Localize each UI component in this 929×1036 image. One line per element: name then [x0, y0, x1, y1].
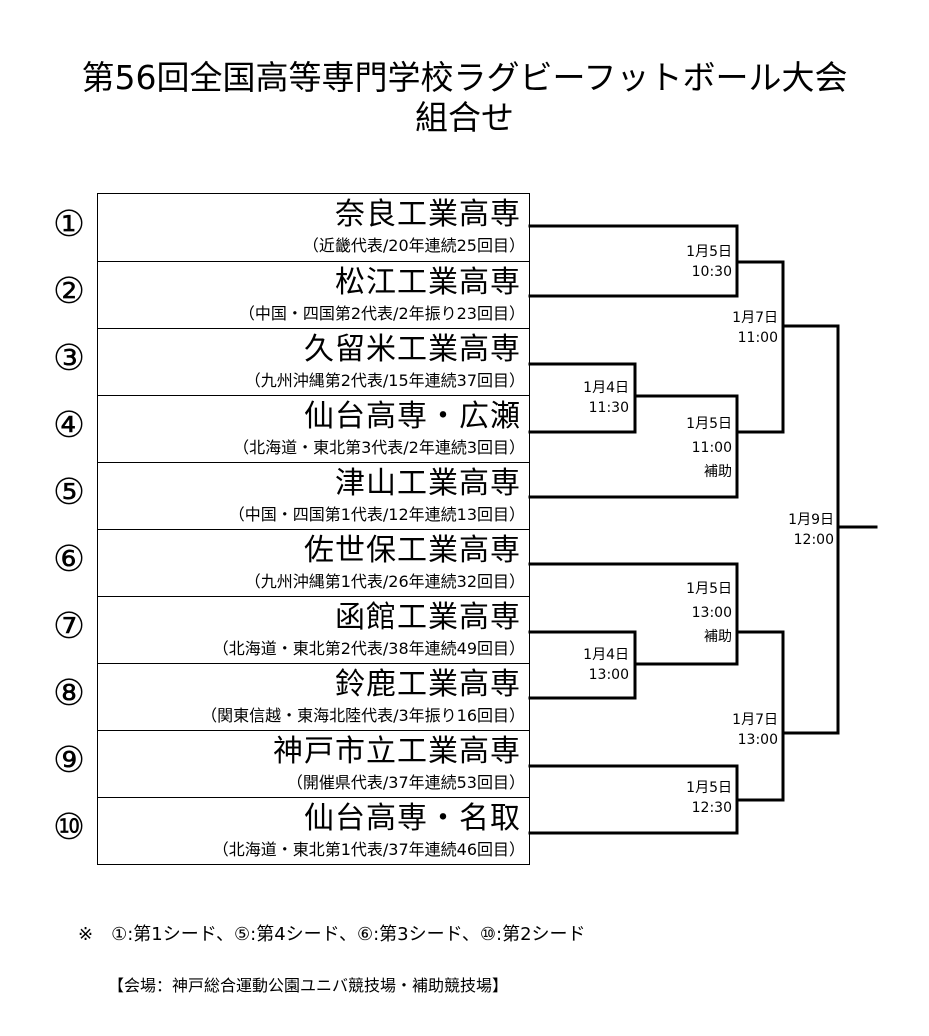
match-date: 1月4日: [583, 380, 629, 396]
team-number-9: ⑨: [52, 740, 86, 781]
match-extra: 補助: [704, 629, 732, 645]
team-row-2: 松江工業高専 （中国・四国第2代表/2年振り23回目）: [98, 261, 529, 328]
team-name: 鈴鹿工業高専: [335, 667, 521, 702]
team-note: （近畿代表/20年連続25回目）: [302, 236, 525, 255]
match-m3-label: 1月5日 11:00 補助: [666, 412, 732, 484]
team-row-7: 函館工業高専 （北海道・東北第2代表/38年連続49回目）: [98, 596, 529, 663]
team-row-10: 仙台高専・名取 （北海道・東北第1代表/37年連続46回目）: [98, 797, 529, 864]
venue-note: 【会場：神戸総合運動公園ユニバ競技場・補助競技場】: [108, 976, 509, 995]
team-number-10: ⑩: [52, 807, 86, 848]
match-extra: 補助: [704, 464, 732, 480]
team-row-8: 鈴鹿工業高専 （関東信越・東海北陸代表/3年振り16回目）: [98, 663, 529, 730]
match-m1-label: 1月5日 10:30: [666, 242, 732, 282]
team-note: （中国・四国第1代表/12年連続13回目）: [228, 505, 525, 524]
team-name: 神戸市立工業高専: [273, 734, 521, 769]
team-number-2: ②: [52, 271, 86, 312]
bracket-line-m2: [528, 362, 637, 434]
team-name: 奈良工業高専: [335, 197, 521, 232]
bracket-line-m4: [735, 260, 785, 434]
team-name: 仙台高専・広瀬: [304, 399, 521, 434]
match-date: 1月5日: [686, 416, 732, 432]
team-name: 函館工業高専: [335, 600, 521, 635]
match-date: 1月5日: [686, 244, 732, 260]
match-time: 11:30: [588, 400, 629, 416]
bracket-line-final: [781, 324, 840, 735]
team-note: （中国・四国第2代表/2年振り23回目）: [238, 304, 525, 323]
team-note: （開催県代表/37年連続53回目）: [286, 773, 525, 792]
team-note: （関東信越・東海北陸代表/3年振り16回目）: [201, 706, 525, 725]
team-number-6: ⑥: [52, 539, 86, 580]
bracket-line-m3: [528, 394, 739, 499]
team-number-3: ③: [52, 338, 86, 379]
team-row-1: 奈良工業高専 （近畿代表/20年連続25回目）: [98, 194, 529, 261]
team-number-1: ①: [52, 204, 86, 245]
team-name: 津山工業高専: [335, 466, 521, 501]
match-date: 1月7日: [732, 712, 778, 728]
match-date: 1月5日: [686, 780, 732, 796]
team-note: （九州沖縄第2代表/15年連続37回目）: [244, 371, 525, 390]
team-row-3: 久留米工業高専 （九州沖縄第2代表/15年連続37回目）: [98, 328, 529, 395]
team-table: 奈良工業高専 （近畿代表/20年連続25回目） 松江工業高専 （中国・四国第2代…: [97, 193, 530, 865]
team-name: 仙台高専・名取: [304, 801, 521, 836]
bracket-line-m6: [528, 562, 739, 666]
team-name: 松江工業高専: [335, 265, 521, 300]
team-row-6: 佐世保工業高専 （九州沖縄第1代表/26年連続32回目）: [98, 529, 529, 596]
team-name: 佐世保工業高専: [304, 533, 521, 568]
match-m5-label: 1月4日 13:00: [563, 645, 629, 685]
match-time: 11:00: [737, 330, 778, 346]
seed-note: ※ ①:第1シード、⑤:第4シード、⑥:第3シード、⑩:第2シード: [78, 924, 586, 945]
match-m8-label: 1月7日 13:00: [712, 710, 778, 750]
match-m6-label: 1月5日 13:00 補助: [666, 577, 732, 649]
match-time: 13:00: [737, 732, 778, 748]
match-m4-label: 1月7日 11:00: [712, 308, 778, 348]
team-row-5: 津山工業高専 （中国・四国第1代表/12年連続13回目）: [98, 462, 529, 529]
team-row-4: 仙台高専・広瀬 （北海道・東北第3代表/2年連続3回目）: [98, 395, 529, 462]
match-m2-label: 1月4日 11:30: [563, 378, 629, 418]
team-note: （北海道・東北第2代表/38年連続49回目）: [212, 639, 525, 658]
match-time: 12:00: [793, 532, 834, 548]
bracket-line-m8: [735, 630, 785, 802]
team-note: （九州沖縄第1代表/26年連続32回目）: [244, 572, 525, 591]
team-note: （北海道・東北第1代表/37年連続46回目）: [212, 840, 525, 859]
team-name: 久留米工業高専: [304, 332, 521, 367]
page-subtitle: 組合せ: [415, 98, 514, 137]
match-time: 13:00: [588, 667, 629, 683]
match-time: 11:00: [691, 440, 732, 456]
team-number-7: ⑦: [52, 606, 86, 647]
team-note: （北海道・東北第3代表/2年連続3回目）: [233, 438, 525, 457]
match-final-label: 1月9日 12:00: [770, 510, 834, 550]
match-date: 1月4日: [583, 647, 629, 663]
match-time: 13:00: [691, 605, 732, 621]
page-title: 第56回全国高等専門学校ラグビーフットボール大会: [81, 58, 848, 97]
team-row-9: 神戸市立工業高専 （開催県代表/37年連続53回目）: [98, 730, 529, 797]
match-date: 1月5日: [686, 581, 732, 597]
match-m7-label: 1月5日 12:30: [666, 778, 732, 818]
match-time: 12:30: [691, 800, 732, 816]
team-number-4: ④: [52, 405, 86, 446]
match-date: 1月7日: [732, 310, 778, 326]
team-number-8: ⑧: [52, 673, 86, 714]
team-number-5: ⑤: [52, 472, 86, 513]
match-date: 1月9日: [788, 512, 834, 528]
match-time: 10:30: [691, 264, 732, 280]
